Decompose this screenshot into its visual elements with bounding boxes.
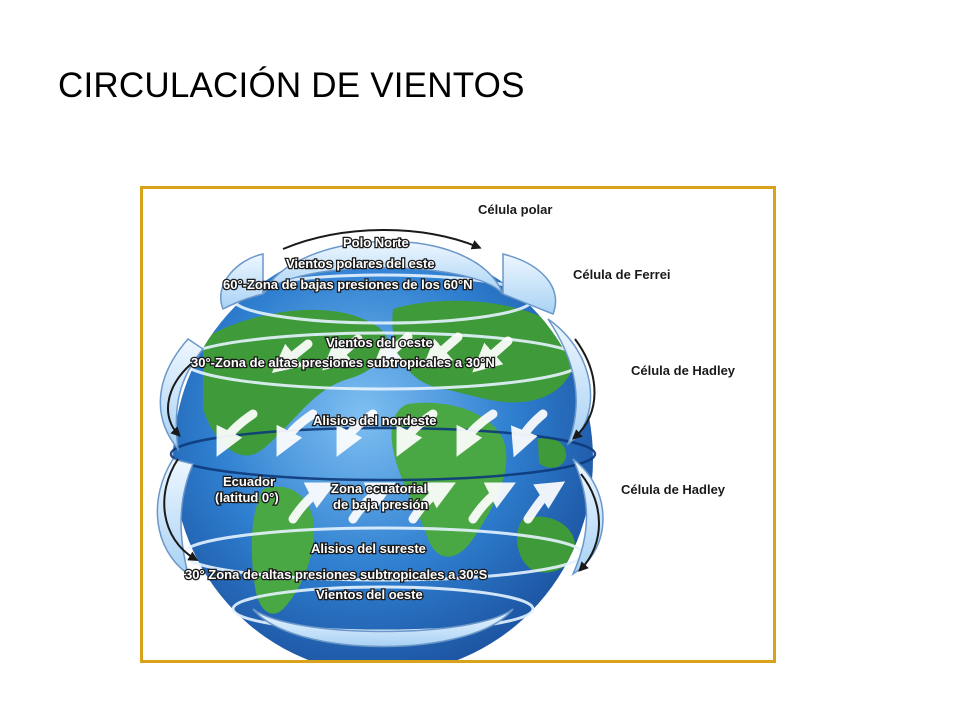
label-high-pressure-30n: 30°-Zona de altas presiones subtropicale…: [191, 355, 495, 370]
label-polar-easterlies: Vientos polares del este: [286, 256, 435, 271]
label-hadley-cell-north: Célula de Hadley: [631, 363, 736, 378]
label-ne-trades: Alisios del nordeste: [313, 413, 437, 428]
wind-circulation-figure: Célula polar Célula de Ferrei Célula de …: [140, 186, 776, 663]
label-low-pressure-60n: 60°-Zona de bajas presiones de los 60°N: [223, 277, 473, 292]
label-itcz: Zona ecuatorial: [331, 481, 427, 496]
label-se-trades: Alisios del sureste: [311, 541, 426, 556]
label-equator-latitude: (latitud 0°): [215, 490, 279, 505]
label-westerlies-north: Vientos del oeste: [326, 335, 433, 350]
label-high-pressure-30s: 30° Zona de altas presiones subtropicale…: [185, 567, 488, 582]
label-hadley-cell-south: Célula de Hadley: [621, 482, 726, 497]
label-equator: Ecuador: [223, 474, 275, 489]
slide-title: CIRCULACIÓN DE VIENTOS: [58, 66, 525, 105]
cell-direction-arrows: [163, 229, 600, 572]
label-westerlies-south: Vientos del oeste: [316, 587, 423, 602]
circulation-cells: [156, 240, 604, 648]
label-polar-cell: Célula polar: [478, 202, 552, 217]
globe-diagram: Célula polar Célula de Ferrei Célula de …: [156, 202, 736, 660]
wind-arrows: [216, 332, 566, 524]
label-north-pole: Polo Norte: [343, 235, 409, 250]
label-ferrel-cell: Célula de Ferrei: [573, 267, 671, 282]
label-itcz-low-pressure: de baja presión: [333, 497, 428, 512]
